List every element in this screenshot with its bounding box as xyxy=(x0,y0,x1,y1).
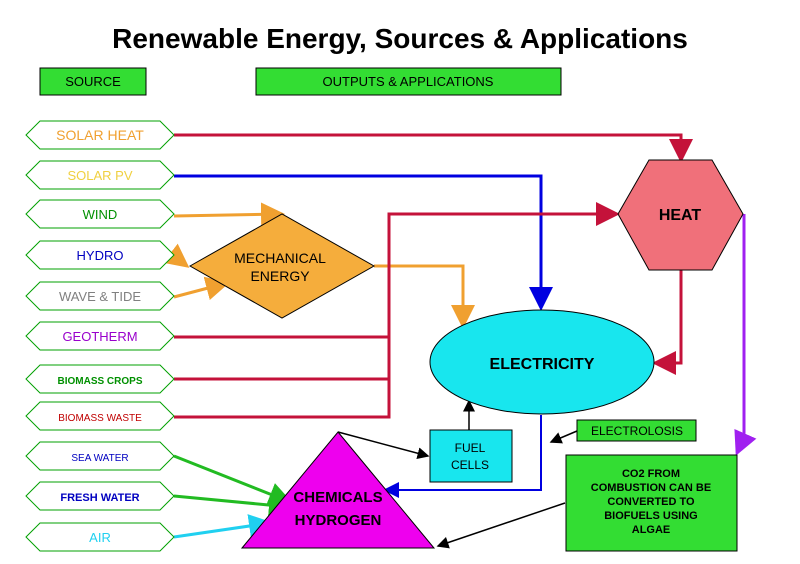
electrolosis-label: ELECTROLOSIS xyxy=(591,424,683,438)
source-item: SEA WATER xyxy=(25,441,175,471)
arrow-hydro-to-mechanical xyxy=(163,243,190,268)
source-hexagon xyxy=(25,240,175,270)
source-item: GEOTHERM xyxy=(25,321,175,351)
source-hexagon xyxy=(25,281,175,311)
source-item: SOLAR PV xyxy=(25,160,175,190)
arrow-heat-to-co2 xyxy=(734,214,757,456)
source-hexagon xyxy=(25,364,175,394)
source-hexagon xyxy=(25,321,175,351)
chemicals-hydrogen-node: CHEMICALS HYDROGEN xyxy=(240,431,436,549)
fuel-cells-node: FUEL CELLS xyxy=(429,429,513,483)
source-item: AIR xyxy=(25,522,175,552)
mechanical-energy-label-2: ENERGY xyxy=(250,268,310,284)
arrow-solar-heat-to-heat xyxy=(174,133,693,163)
arrow-sea-water-to-chemicals xyxy=(173,454,293,506)
outputs-header-box xyxy=(255,67,562,96)
heat-node: HEAT xyxy=(617,159,744,271)
chemicals-label-1: CHEMICALS xyxy=(293,489,382,506)
chemicals-label-2: HYDROGEN xyxy=(295,512,382,529)
co2-text: CO2 FROM COMBUSTION CAN BE CONVERTED TO BIO… xyxy=(591,468,711,536)
arrow-electrolosis-to-electricity xyxy=(549,430,578,444)
line-biomass-waste xyxy=(174,337,391,419)
arrow-mechanical-to-electricity xyxy=(374,264,475,329)
source-hexagon xyxy=(25,441,175,471)
source-label: BIOMASS WASTE xyxy=(58,413,142,424)
source-hexagon xyxy=(25,199,175,229)
source-item: BIOMASS CROPS xyxy=(25,364,175,394)
fuel-cells-label-1: FUEL xyxy=(455,441,486,455)
source-hexagon xyxy=(25,160,175,190)
source-item: SOLAR HEAT xyxy=(25,120,175,150)
co2-text-line: CONVERTED TO xyxy=(607,496,695,508)
source-label: FRESH WATER xyxy=(60,492,139,504)
electricity-label: ELECTRICITY xyxy=(490,356,595,373)
fuel-cells-label-2: CELLS xyxy=(451,458,489,472)
electricity-ellipse xyxy=(429,309,655,415)
arrow-chemicals-to-fuel-cells xyxy=(337,431,430,460)
arrow-bus-to-heat xyxy=(174,202,620,339)
arrow-solar-pv-to-electricity xyxy=(174,174,553,311)
source-label: WIND xyxy=(83,207,118,222)
arrow-co2-to-chemicals xyxy=(436,502,566,549)
source-label: WAVE & TIDE xyxy=(59,289,141,304)
arrow-heat-to-electricity xyxy=(652,270,683,375)
source-header: SOURCE xyxy=(65,74,121,89)
connectors xyxy=(163,133,757,549)
fuel-cells-box xyxy=(429,429,513,483)
heat-label: HEAT xyxy=(659,207,702,224)
source-hexagon xyxy=(25,522,175,552)
mechanical-energy-node: MECHANICAL ENERGY xyxy=(188,213,376,319)
co2-text-line: BIOFUELS USING xyxy=(604,510,698,522)
source-hexagon xyxy=(25,401,175,431)
source-item: FRESH WATER xyxy=(25,481,175,511)
source-item: WIND xyxy=(25,199,175,229)
co2-text-line: CO2 FROM xyxy=(622,468,680,480)
source-label: SEA WATER xyxy=(71,453,128,464)
co2-text-line: ALGAE xyxy=(632,524,671,536)
source-label: GEOTHERM xyxy=(62,329,137,344)
arrow-electricity-to-chemicals xyxy=(383,415,542,498)
electricity-node: ELECTRICITY xyxy=(429,309,655,415)
source-label: AIR xyxy=(89,530,111,545)
arrow-air-to-chemicals xyxy=(173,514,273,539)
electrolosis-node: ELECTROLOSIS xyxy=(576,419,697,442)
source-hexagon xyxy=(25,481,175,511)
co2-box xyxy=(565,454,738,552)
source-hexagon xyxy=(25,120,175,150)
electrolosis-box xyxy=(576,419,697,442)
arrow-wave-to-mechanical xyxy=(173,276,230,300)
chemicals-triangle xyxy=(240,431,436,549)
source-list: SOLAR HEAT SOLAR PV WIND HYDRO WAVE & TIDE GE… xyxy=(25,120,175,552)
source-header-box xyxy=(39,67,147,96)
source-label: SOLAR HEAT xyxy=(56,127,144,143)
source-item: BIOMASS WASTE xyxy=(25,401,175,431)
mechanical-energy-label-1: MECHANICAL xyxy=(234,250,326,266)
co2-text-line: COMBUSTION CAN BE xyxy=(591,482,711,494)
source-label: BIOMASS CROPS xyxy=(57,376,142,387)
co2-node: CO2 FROM COMBUSTION CAN BE CONVERTED TO BIO… xyxy=(565,454,738,552)
heat-hexagon xyxy=(617,159,744,271)
source-label: SOLAR PV xyxy=(67,168,132,183)
arrow-wind-to-mechanical xyxy=(173,202,285,227)
diagram-title: Renewable Energy, Sources & Applications xyxy=(112,23,688,54)
source-label: HYDRO xyxy=(77,248,124,263)
arrow-fresh-water-to-chemicals xyxy=(173,493,293,517)
source-item: WAVE & TIDE xyxy=(25,281,175,311)
outputs-header: OUTPUTS & APPLICATIONS xyxy=(323,74,494,89)
source-item: HYDRO xyxy=(25,240,175,270)
mechanical-energy-diamond xyxy=(188,213,376,319)
